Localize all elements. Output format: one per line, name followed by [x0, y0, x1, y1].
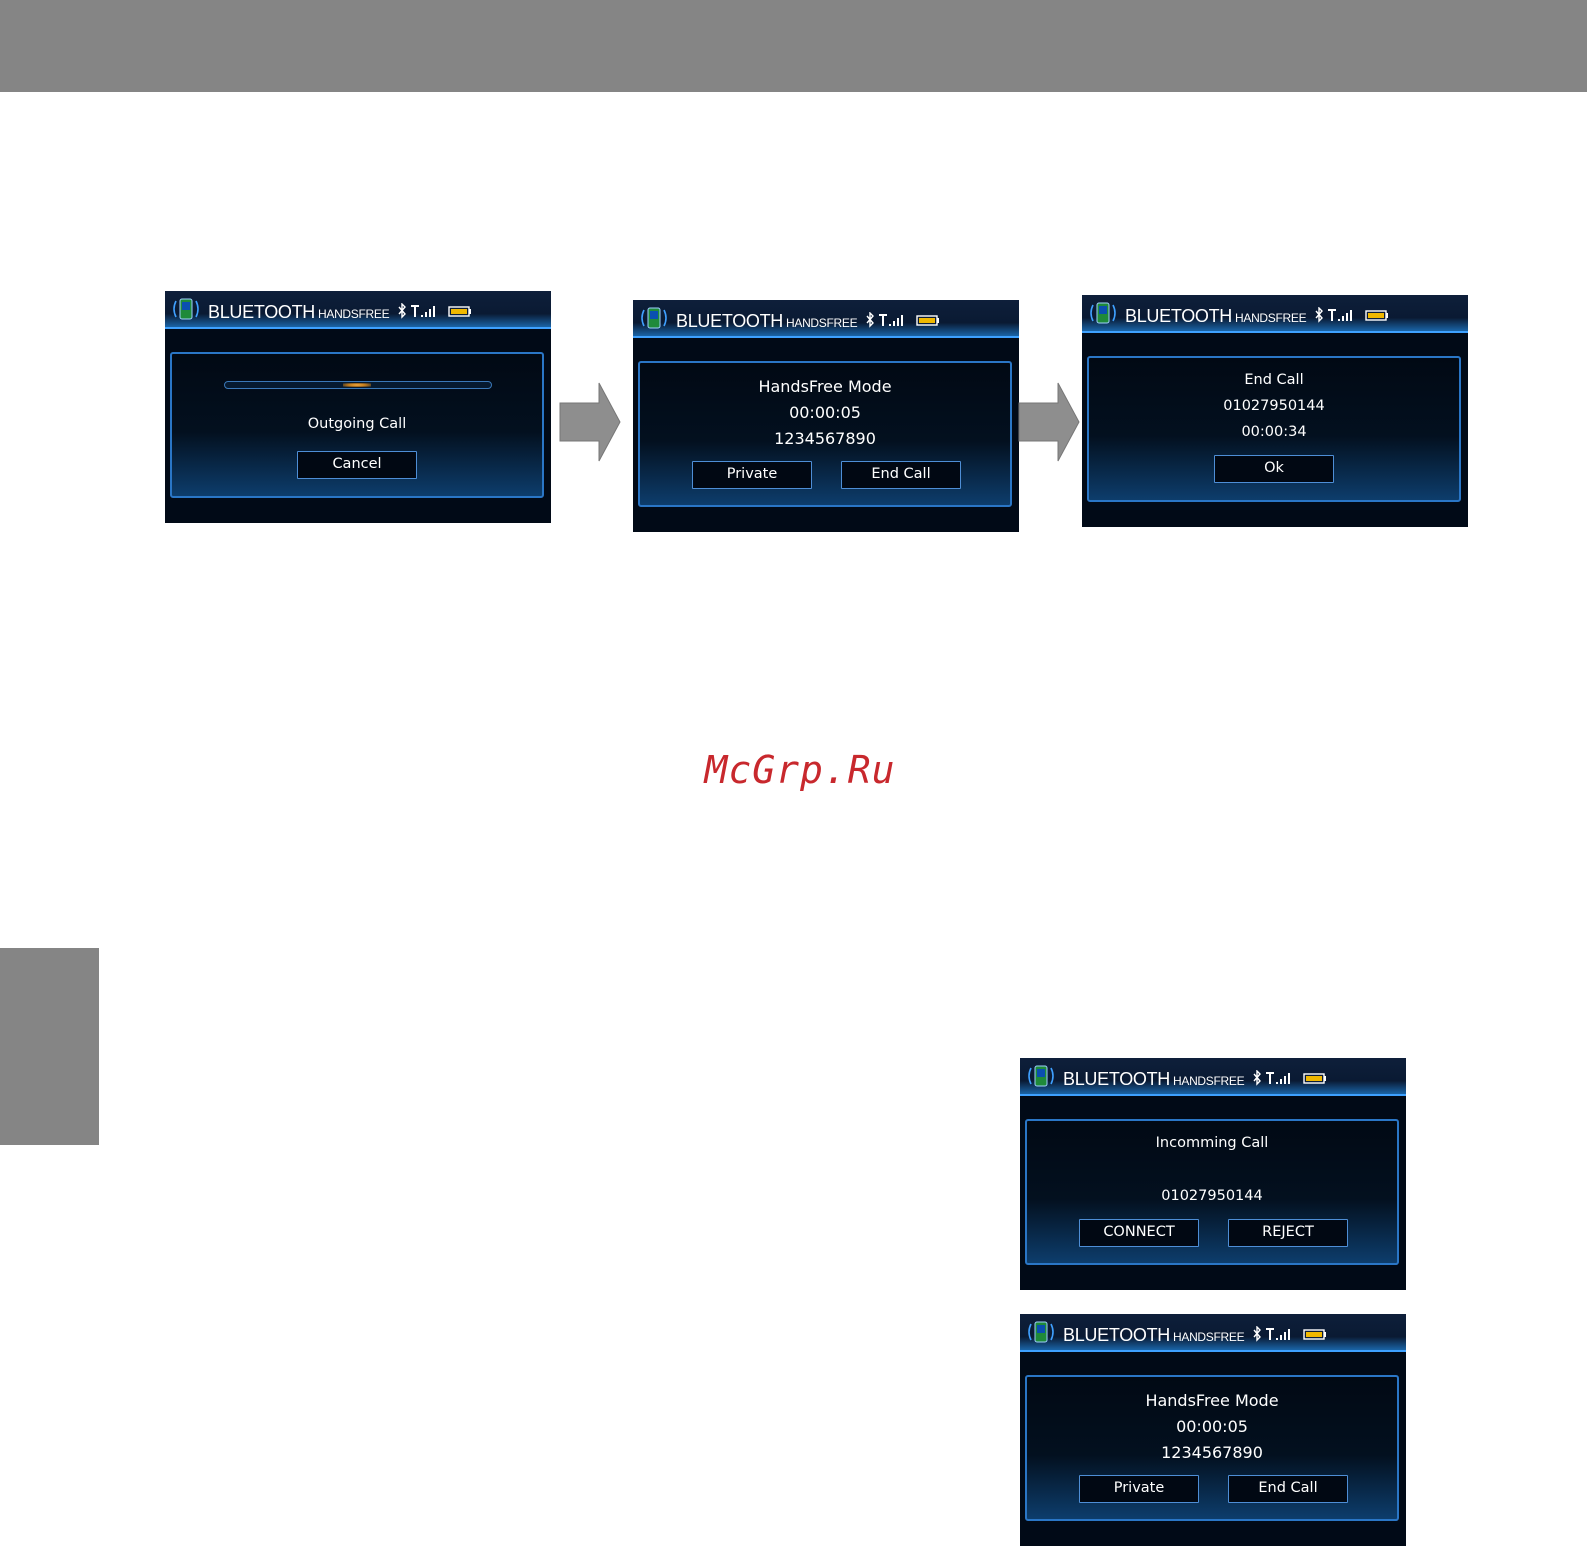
- side-section-tab: [0, 948, 99, 1145]
- call-panel: End Call 01027950144 00:00:34 Ok: [1087, 356, 1461, 502]
- phone-signal-icon: [1028, 1065, 1054, 1087]
- status-icons: [1253, 1326, 1326, 1342]
- battery-icon: [1303, 1329, 1326, 1340]
- end-call-button[interactable]: End Call: [1228, 1475, 1348, 1503]
- phone-number: 01027950144: [1161, 1188, 1263, 1204]
- status-icons: [1315, 307, 1388, 323]
- bluetooth-icon: [1315, 307, 1323, 323]
- bluetooth-icon: [398, 303, 406, 319]
- end-call-title: End Call: [1244, 372, 1304, 388]
- antenna-signal-icon: [1328, 309, 1336, 321]
- battery-icon: [448, 306, 471, 317]
- battery-icon: [916, 315, 939, 326]
- ok-button[interactable]: Ok: [1214, 455, 1334, 483]
- connect-button[interactable]: CONNECT: [1079, 1219, 1199, 1247]
- antenna-signal-icon: [411, 305, 419, 317]
- mode-text: HandsFree Mode: [1145, 1391, 1279, 1410]
- antenna-signal-icon: [1266, 1072, 1274, 1084]
- call-progress-bar: [224, 381, 492, 389]
- top-header-bar: [0, 0, 1587, 92]
- bluetooth-icon: [866, 312, 874, 328]
- phone-signal-icon: [1028, 1321, 1054, 1343]
- call-duration: 00:00:34: [1241, 424, 1307, 440]
- call-panel: Outgoing Call Cancel: [170, 352, 544, 498]
- watermark-text: McGrp.Ru: [704, 748, 896, 792]
- private-button[interactable]: Private: [692, 461, 812, 489]
- bluetooth-icon: [1253, 1326, 1261, 1342]
- private-button[interactable]: Private: [1079, 1475, 1199, 1503]
- cancel-button[interactable]: Cancel: [297, 451, 417, 479]
- phone-number: 1234567890: [774, 429, 876, 448]
- right-arrow-icon: [559, 382, 621, 462]
- reject-button[interactable]: REJECT: [1228, 1219, 1348, 1247]
- antenna-signal-icon: [879, 314, 887, 326]
- call-timer: 00:00:05: [1176, 1417, 1248, 1436]
- antenna-signal-icon: [1266, 1328, 1274, 1340]
- call-panel: Incomming Call 01027950144 CONNECT REJEC…: [1025, 1119, 1399, 1265]
- incoming-call-title: Incomming Call: [1155, 1135, 1269, 1151]
- status-icons: [1253, 1070, 1326, 1086]
- call-timer: 00:00:05: [789, 403, 861, 422]
- battery-icon: [1365, 310, 1388, 321]
- end-call-button[interactable]: End Call: [841, 461, 961, 489]
- phone-signal-icon: [1090, 302, 1116, 324]
- phone-number: 01027950144: [1223, 398, 1325, 414]
- call-panel: HandsFree Mode 00:00:05 1234567890 Priva…: [1025, 1375, 1399, 1521]
- phone-number: 1234567890: [1161, 1443, 1263, 1462]
- status-icons: [398, 303, 471, 319]
- status-icons: [866, 312, 939, 328]
- mode-text: HandsFree Mode: [758, 377, 892, 396]
- phone-signal-icon: [641, 307, 667, 329]
- call-panel: HandsFree Mode 00:00:05 1234567890 Priva…: [638, 361, 1012, 507]
- outgoing-call-text: Outgoing Call: [307, 416, 407, 432]
- right-arrow-icon: [1018, 382, 1080, 462]
- phone-signal-icon: [173, 298, 199, 320]
- battery-icon: [1303, 1073, 1326, 1084]
- bluetooth-icon: [1253, 1070, 1261, 1086]
